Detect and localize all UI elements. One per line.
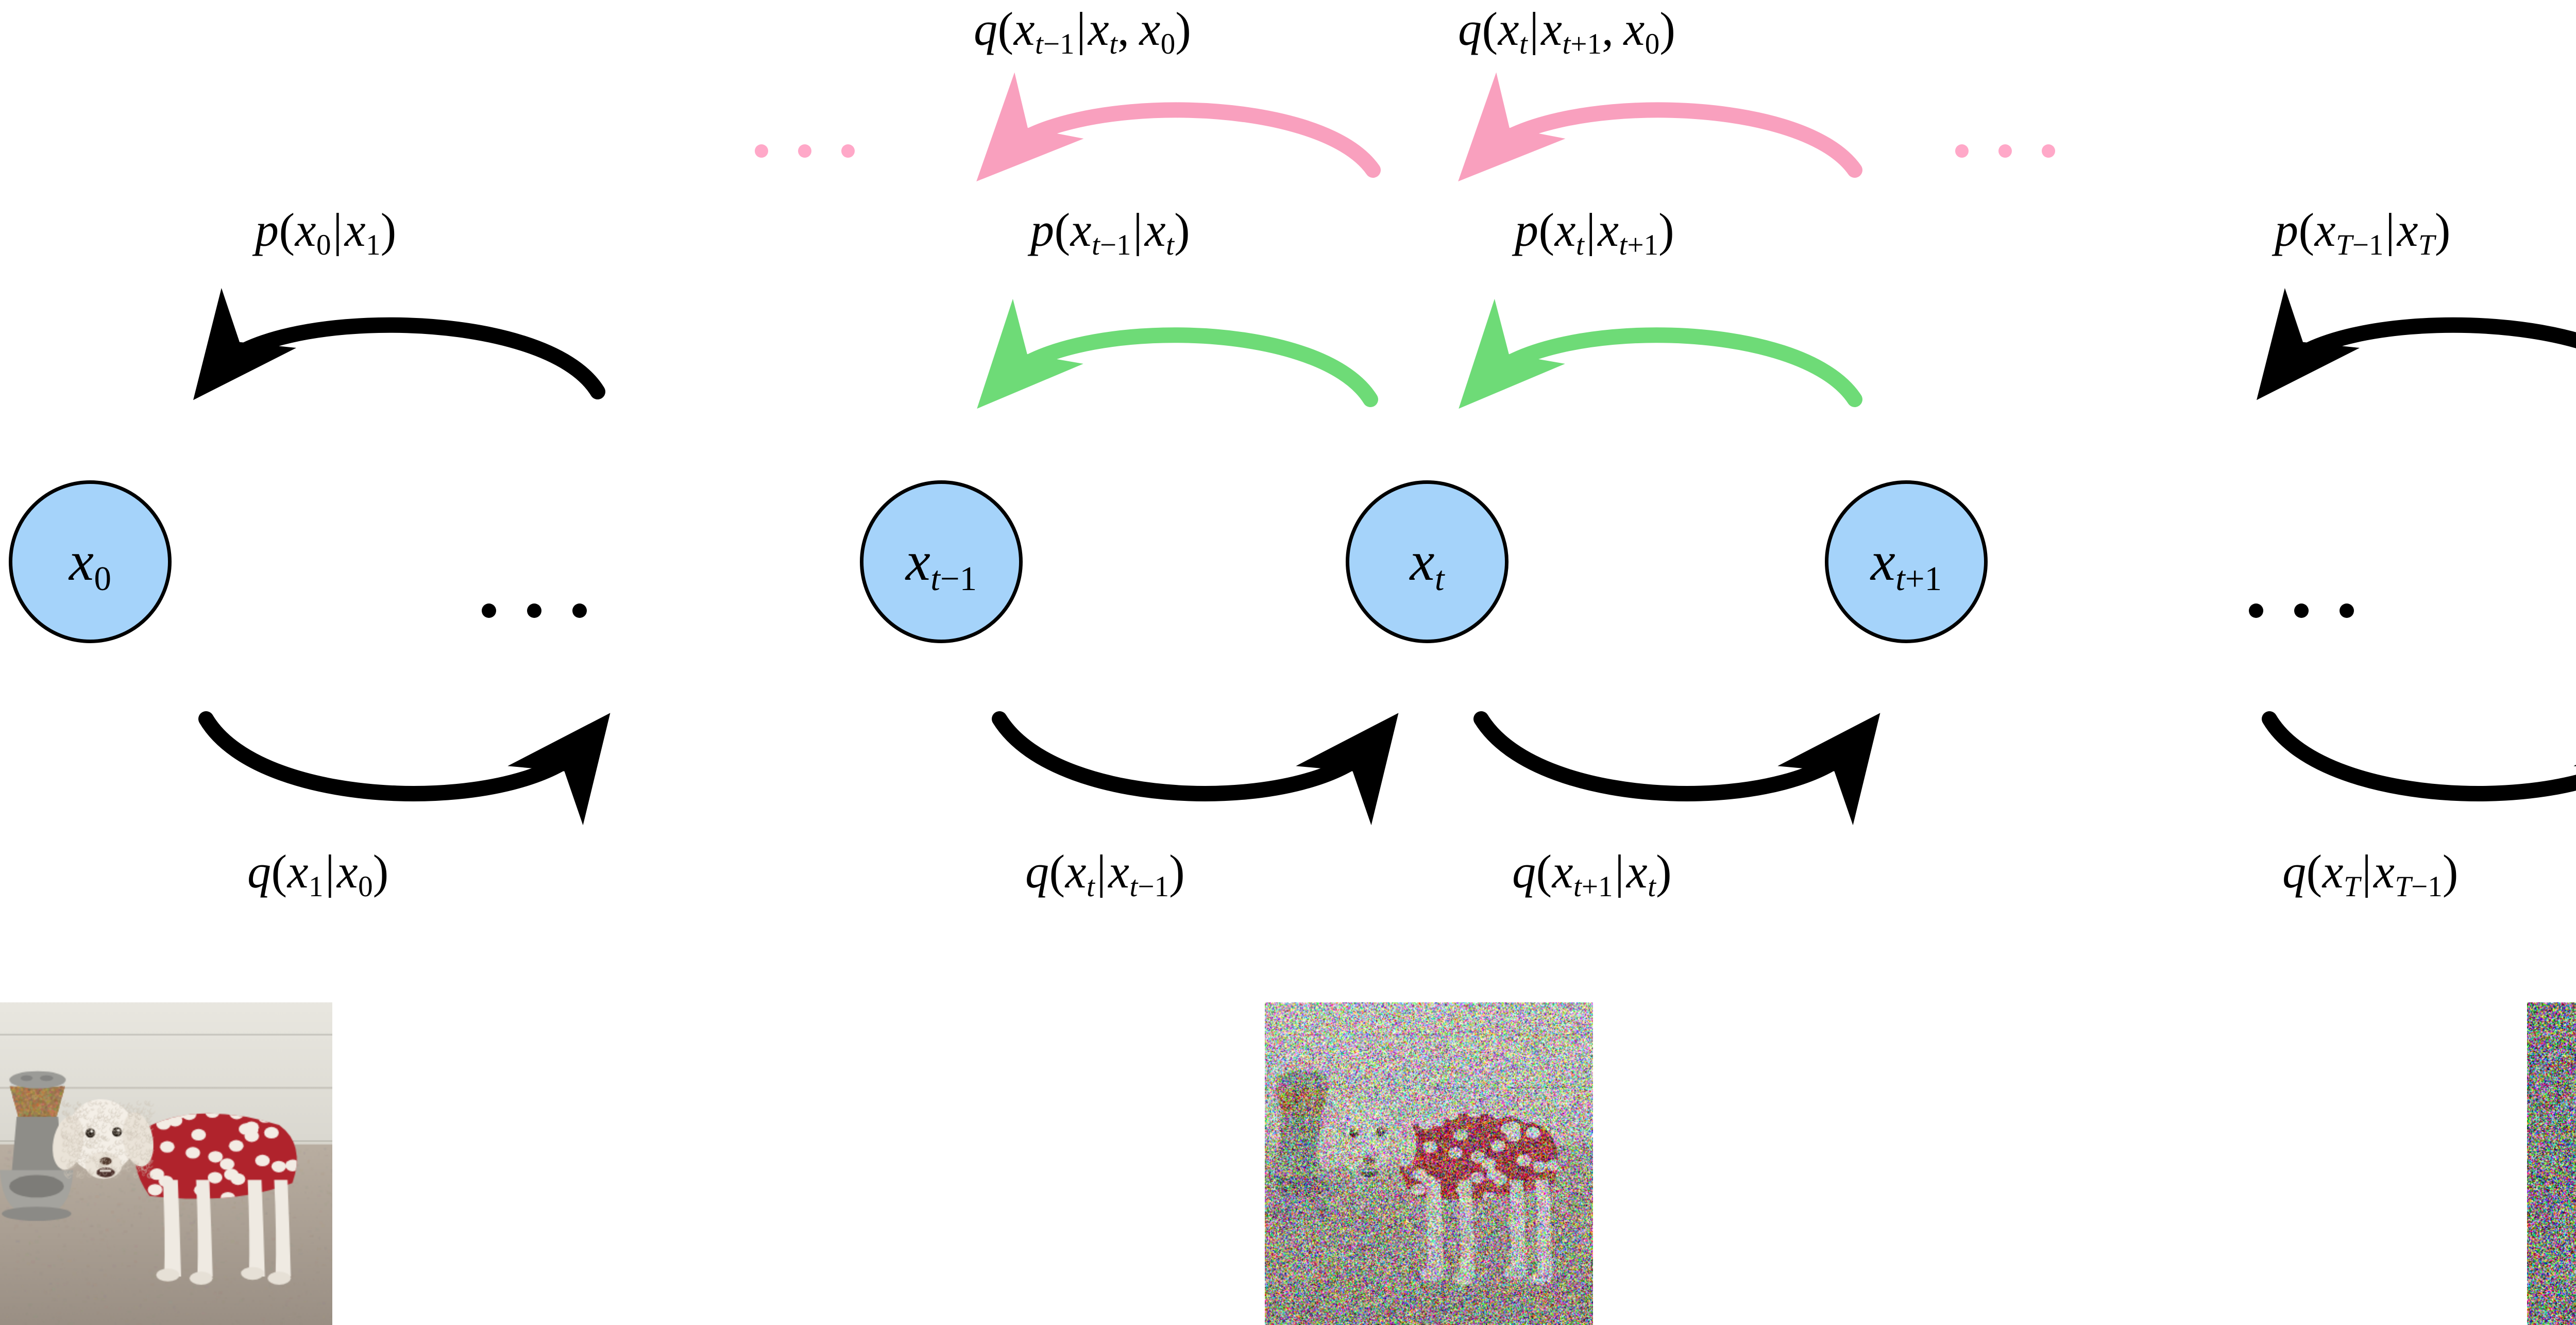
node-x0[interactable]: x0: [9, 480, 172, 643]
arrow-p-reverse-1: [193, 288, 605, 400]
ellipsis-dots-pink-right: [1955, 144, 2055, 158]
node-xt-plus-1[interactable]: xt+1: [1825, 480, 1988, 643]
arrow-p-reverse-3: [1459, 298, 1862, 409]
label-p-reverse-2: p(xt−1|xt): [1030, 204, 1191, 262]
arrow-p-reverse-2: [977, 298, 1378, 409]
sample-image-x0: [0, 1002, 332, 1325]
node-xt-minus-1-label: xt−1: [905, 531, 977, 598]
arrow-q-posterior-2: [1458, 72, 1862, 181]
arrow-q-forward-4: [2262, 711, 2576, 826]
label-p-reverse-4: p(xT−1|xT): [2275, 204, 2451, 262]
sample-image-xt: [1265, 1002, 1593, 1325]
label-q-forward-3: q(xt+1|xt): [1512, 845, 1672, 903]
label-q-forward-4: q(xT|xT−1): [2282, 845, 2459, 903]
node-xt[interactable]: xt: [1346, 480, 1509, 643]
label-q-forward-2: q(xt|xt−1): [1025, 845, 1185, 903]
label-p-reverse-1: p(x0|x1): [255, 204, 397, 262]
node-x0-label: x0: [69, 531, 111, 598]
label-q-forward-1: q(x1|x0): [247, 845, 389, 903]
label-q-posterior-1: q(xt−1|xt, x0): [974, 3, 1192, 61]
sample-image-xT: [2527, 1002, 2576, 1325]
label-q-posterior-2: q(xt|xt+1, x0): [1458, 3, 1676, 61]
arrow-q-forward-3: [1473, 711, 1880, 826]
node-xt-minus-1[interactable]: xt−1: [860, 480, 1023, 643]
arrow-q-forward-2: [992, 711, 1399, 826]
arrow-q-forward-1: [198, 711, 611, 826]
ellipsis-dots-nodes-left: [482, 603, 587, 618]
label-p-reverse-3: p(xt|xt+1): [1515, 204, 1675, 262]
ellipsis-dots-pink-left: [755, 144, 855, 158]
ellipsis-dots-nodes-right: [2249, 603, 2354, 618]
node-xt-label: xt: [1410, 531, 1445, 598]
node-xt-plus-1-label: xt+1: [1870, 531, 1942, 598]
arrow-p-reverse-4: [2256, 288, 2576, 400]
arrow-q-posterior-1: [976, 72, 1381, 181]
